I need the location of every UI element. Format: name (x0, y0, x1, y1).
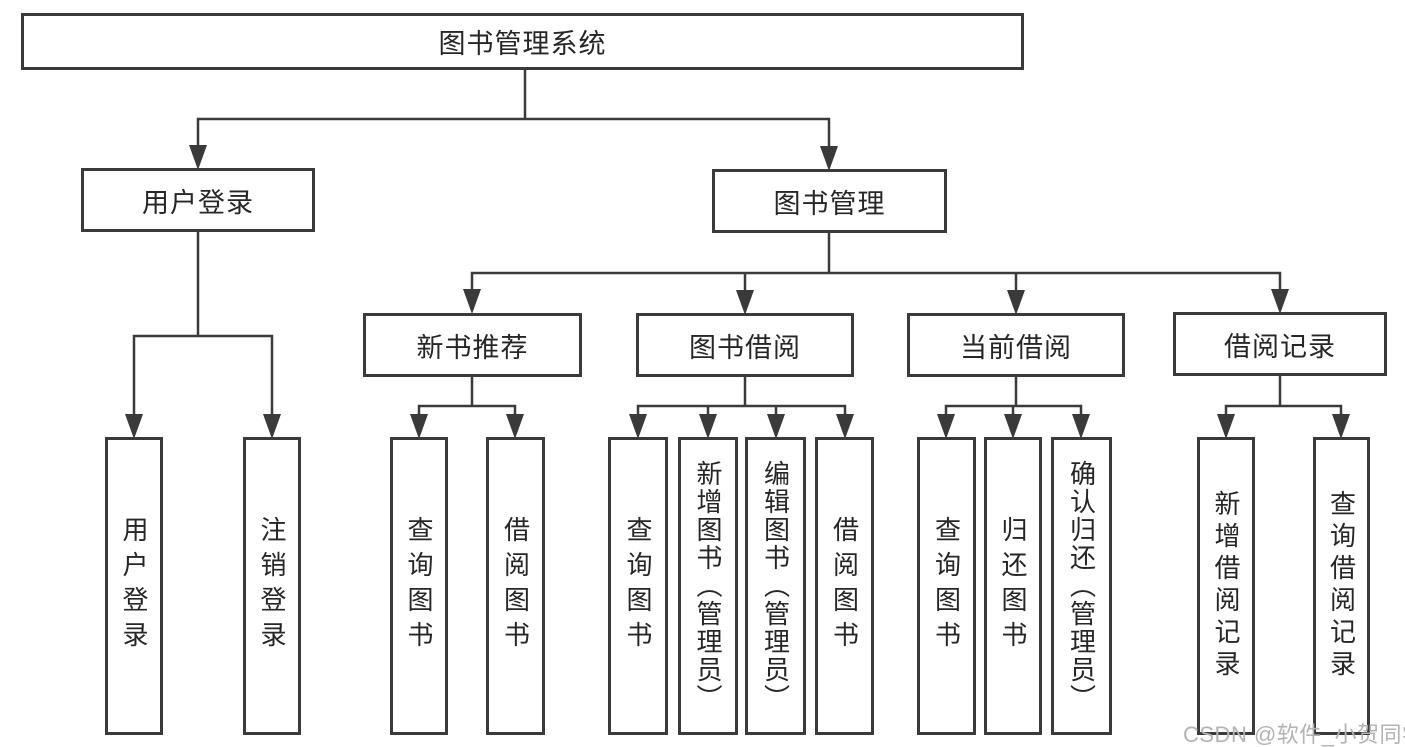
connector-userlogin-to-leaves (132, 230, 274, 419)
node-book-management: 图书管理 (712, 169, 947, 233)
node-new-book-recommend: 新书推荐 (363, 313, 582, 377)
leaf-edit-books-admin: 编辑图书（管理员） (745, 437, 806, 735)
arrowhead (699, 414, 717, 439)
node-borrowing-records: 借阅记录 (1173, 312, 1387, 376)
leaf-borrow-books-recommend: 借阅图书 (486, 437, 545, 735)
leaf-add-books-admin: 新增图书（管理员） (678, 437, 738, 735)
leaf-borrow-books: 借阅图书 (815, 437, 874, 735)
arrowhead (1007, 290, 1025, 315)
arrowheads (125, 145, 1350, 439)
arrowhead (1217, 414, 1235, 439)
arrowhead (1072, 414, 1090, 439)
arrowhead (506, 414, 524, 439)
arrowhead (463, 289, 481, 314)
arrowhead (937, 414, 955, 439)
leaf-user-login: 用户登录 (105, 437, 163, 735)
leaf-add-borrow-record: 新增借阅记录 (1197, 437, 1255, 735)
connector-root-to-level2 (196, 66, 831, 153)
arrowhead (125, 414, 143, 439)
leaf-query-books-borrowing: 查询图书 (608, 437, 668, 735)
node-library-management-system: 图书管理系统 (21, 13, 1024, 70)
leaf-logout: 注销登录 (243, 437, 301, 735)
arrowhead (820, 146, 838, 171)
leaf-return-books: 归还图书 (984, 437, 1042, 735)
leaf-query-books-recommend: 查询图书 (390, 437, 448, 735)
arrowhead (189, 145, 207, 170)
leaf-query-books-current: 查询图书 (917, 437, 976, 735)
arrowhead (410, 414, 428, 439)
connector-currentborrow-to-leaves (944, 376, 1083, 419)
csdn-watermark: CSDN @软件_小贺同学 (1183, 722, 1405, 747)
connector-records-to-leaves (1224, 375, 1343, 419)
leaf-query-borrow-record: 查询借阅记录 (1313, 437, 1370, 735)
arrowhead (1004, 414, 1022, 439)
node-book-borrowing: 图书借阅 (636, 313, 854, 377)
node-user-login: 用户登录 (81, 168, 315, 232)
connector-bookmgmt-to-level3 (470, 231, 1282, 295)
arrowhead (1271, 289, 1289, 314)
arrowhead (1332, 414, 1350, 439)
connector-newbook-to-leaves (417, 375, 517, 419)
arrowhead (629, 414, 647, 439)
leaf-confirm-return-admin: 确认归还（管理员） (1051, 437, 1112, 735)
node-current-borrowing: 当前借阅 (907, 313, 1125, 377)
arrowhead (263, 414, 281, 439)
connector-bookborrow-to-leaves (636, 376, 847, 419)
arrowhead (836, 414, 854, 439)
arrowhead (767, 414, 785, 439)
arrowhead (736, 290, 754, 315)
